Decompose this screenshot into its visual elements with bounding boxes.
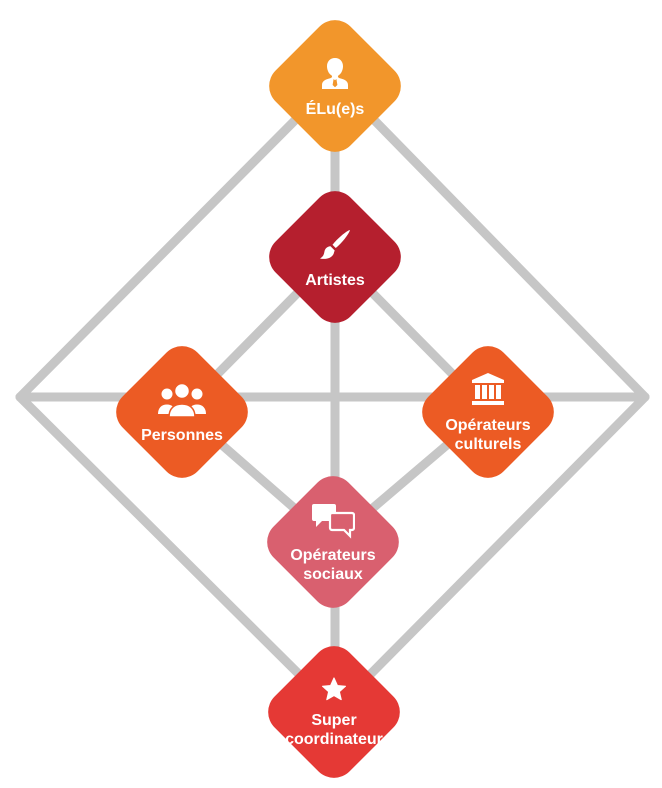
node-label: Opérateurs culturels (445, 417, 531, 453)
museum-building-icon (472, 373, 504, 405)
star-icon (321, 677, 347, 701)
outer-edge-bottom-right (330, 392, 650, 715)
speech-bubbles-icon (312, 504, 355, 539)
node-super-coordinateur[interactable]: Super coordinateur (258, 636, 410, 788)
outer-edge-bottom-left (15, 392, 340, 715)
node-label: Personnes (141, 426, 223, 444)
node-artistes[interactable]: Artistes (259, 181, 411, 333)
node-label: Super coordinateur (285, 712, 383, 748)
node-operateurs-culturels[interactable]: Opérateurs culturels (412, 336, 564, 488)
node-label: ÉLu(e)s (305, 100, 365, 118)
people-group-icon (158, 382, 206, 418)
node-personnes[interactable]: Personnes (106, 336, 258, 488)
person-icon (322, 57, 348, 89)
paintbrush-icon (320, 229, 350, 259)
node-elus[interactable]: ÉLu(e)s (259, 10, 411, 162)
node-label: Artistes (305, 271, 365, 289)
node-operateurs-sociaux[interactable]: Opérateurs sociaux (257, 466, 409, 618)
outer-edge-top-right (330, 75, 650, 402)
outer-edge-top-left (15, 75, 340, 402)
node-label: Opérateurs sociaux (290, 547, 376, 583)
